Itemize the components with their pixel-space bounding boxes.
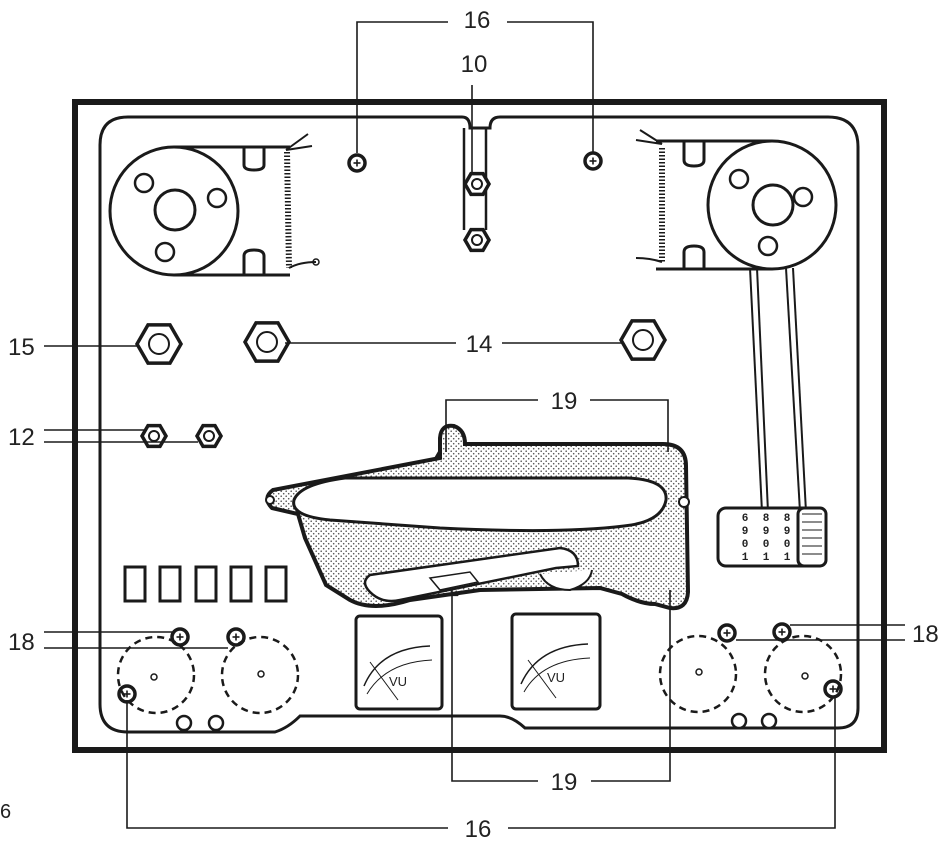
counter-digit: 1: [784, 552, 791, 564]
callout-16-bottom: 16: [465, 816, 492, 843]
panel-outline: [98, 115, 860, 734]
right-reel-table: [706, 139, 838, 271]
callout-18-right: 18: [912, 621, 939, 648]
screw-icon: [772, 622, 792, 642]
counter-digit: 0: [784, 539, 791, 551]
hex-nut-icon: [462, 171, 492, 197]
dashed-controls: [116, 634, 843, 715]
counter-digit: 8: [784, 513, 791, 525]
callout-10: 10: [461, 51, 488, 78]
hex-nut-icon: [618, 319, 668, 361]
screw-icon: [717, 623, 737, 643]
screw-icon: [170, 627, 190, 647]
hex-nut-icon: [242, 321, 292, 363]
chassis-frame: [72, 99, 887, 753]
vu-meter-right-label: VU: [547, 670, 565, 685]
screw-icon: [347, 153, 367, 173]
hex-nut-icon: [139, 423, 169, 449]
screw-icon: [117, 684, 137, 704]
hex-nut-icon: [134, 323, 184, 365]
callout-labels: 16 10 15 14 12 19 18 18 19 16: [8, 7, 939, 843]
counter-digit: 1: [763, 552, 770, 564]
counter-digit: 9: [742, 526, 749, 538]
counter-digit: 6: [742, 513, 749, 525]
screw-icon: [583, 151, 603, 171]
left-reel-assembly: [108, 133, 320, 277]
counter-digit: 0: [742, 539, 749, 551]
callout-16-top: 16: [464, 7, 491, 34]
page-number: 6: [0, 801, 11, 823]
plate-cutout: [292, 476, 668, 533]
callout-19-top: 19: [551, 388, 578, 415]
right-reel-assembly: [635, 129, 838, 513]
counter-digit: 9: [784, 526, 791, 538]
switch-row: [123, 565, 288, 603]
callout-12: 12: [8, 424, 35, 451]
screw-icon: [226, 627, 246, 647]
counter-digit: 9: [763, 526, 770, 538]
callout-14: 14: [466, 331, 493, 358]
hex-nut-icon: [462, 227, 492, 253]
vu-meter-left-label: VU: [389, 674, 407, 689]
counter-digit: 8: [763, 513, 770, 525]
counter-digit: 1: [742, 552, 749, 564]
right-reel-spindle: [751, 183, 795, 227]
counter-digit: 0: [763, 539, 770, 551]
callout-19-bottom: 19: [551, 769, 578, 796]
vu-meter-right: VU: [510, 612, 602, 711]
callout-18-left: 18: [8, 629, 35, 656]
leader-lines: [44, 21, 905, 829]
hex-nut-icon: [194, 423, 224, 449]
vu-meter-left: VU: [354, 614, 444, 711]
callout-15: 15: [8, 334, 35, 361]
left-reel-spindle: [153, 188, 197, 232]
